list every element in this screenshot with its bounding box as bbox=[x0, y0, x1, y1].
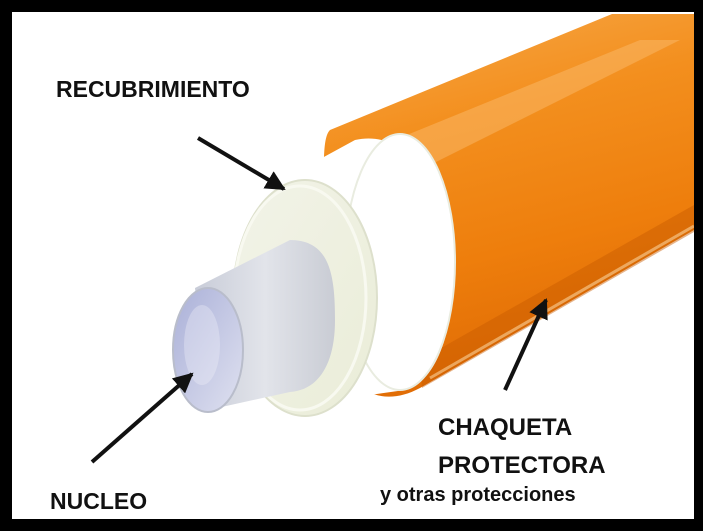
label-jacket-line3: y otras protecciones bbox=[380, 484, 576, 506]
label-coating: RECUBRIMIENTO bbox=[56, 76, 250, 102]
fiber-cable-illustration bbox=[90, 14, 694, 464]
label-jacket-line1: CHAQUETA bbox=[438, 414, 573, 441]
label-jacket-line2: PROTECTORA bbox=[438, 452, 606, 479]
jacket-highlight bbox=[370, 40, 680, 170]
diagram-canvas: RECUBRIMIENTO CHAQUETA PROTECTORA y otra… bbox=[12, 12, 694, 519]
arrow-core bbox=[90, 372, 194, 464]
core-face-shine bbox=[184, 305, 220, 385]
jacket-shadow-band bbox=[420, 205, 694, 388]
jacket-edge-highlight bbox=[429, 224, 694, 380]
arrow-coating bbox=[196, 136, 286, 191]
label-core: NUCLEO bbox=[50, 488, 148, 514]
arrow-jacket bbox=[503, 298, 548, 391]
